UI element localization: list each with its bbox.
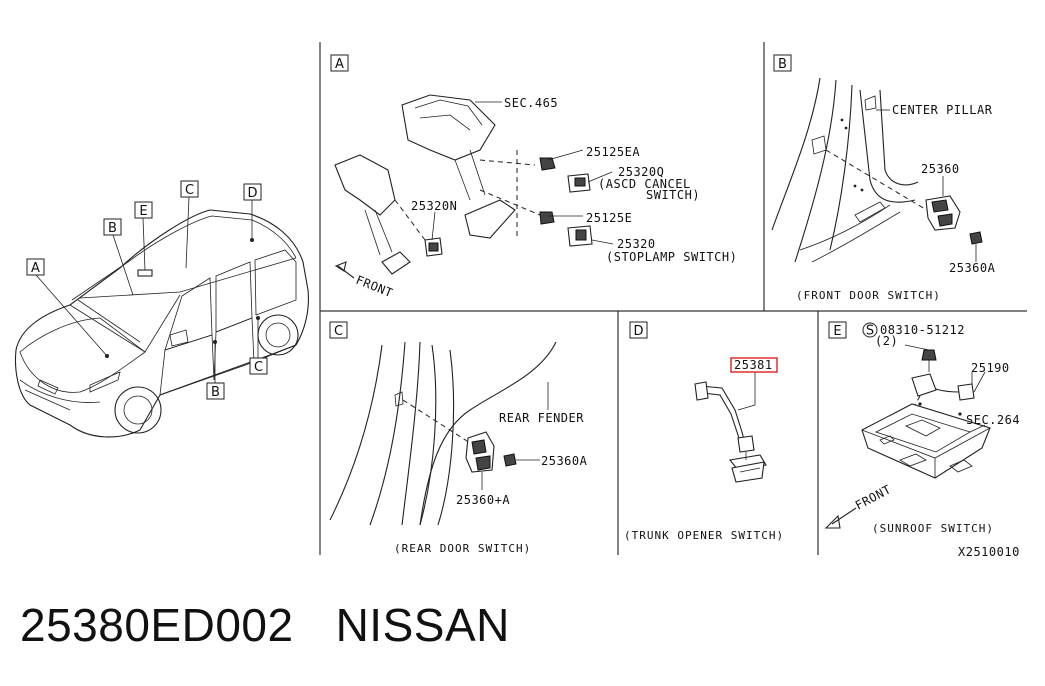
svg-text:C: C: [185, 183, 194, 198]
svg-text:25360+A: 25360+A: [456, 493, 510, 507]
svg-text:A: A: [31, 261, 40, 276]
svg-text:C: C: [254, 360, 263, 375]
svg-text:(FRONT DOOR SWITCH): (FRONT DOOR SWITCH): [796, 289, 941, 302]
svg-text:25381: 25381: [734, 358, 773, 372]
svg-text:25190: 25190: [971, 361, 1010, 375]
svg-text:REAR FENDER: REAR FENDER: [499, 411, 584, 425]
svg-text:E: E: [139, 204, 147, 219]
brand-name: NISSAN: [335, 599, 510, 651]
part-footer: 25380ED002 NISSAN: [20, 598, 510, 652]
svg-text:SEC.264: SEC.264: [966, 413, 1020, 427]
highlighted-part-box: [730, 357, 778, 373]
panel-b: B CENTER PILLAR 25360 25360A (FRONT DOOR…: [771, 54, 996, 302]
svg-text:FRONT: FRONT: [354, 273, 395, 300]
panel-b-letter: B: [778, 57, 787, 72]
panel-c-letter: C: [334, 324, 343, 339]
panel-a-letter: A: [335, 57, 344, 72]
svg-text:25360: 25360: [921, 162, 960, 176]
svg-text:(REAR DOOR SWITCH): (REAR DOOR SWITCH): [394, 542, 531, 555]
part-number: 25380ED002: [20, 599, 294, 651]
svg-text:(TRUNK OPENER SWITCH): (TRUNK OPENER SWITCH): [624, 529, 784, 542]
svg-text:(2): (2): [875, 334, 898, 348]
panel-a: A SEC.465: [330, 54, 737, 300]
panel-c: C REAR FENDER 25360A 25360+A (REAR DOOR …: [329, 321, 588, 555]
car-callout-b-front: B: [103, 218, 122, 236]
svg-text:B: B: [211, 385, 220, 400]
svg-text:25320Q: 25320Q: [618, 165, 664, 179]
car-callout-a: A: [26, 258, 45, 276]
svg-text:(SUNROOF SWITCH): (SUNROOF SWITCH): [872, 522, 994, 535]
car-callout-c-roof: C: [180, 180, 199, 198]
panel-e-letter: E: [833, 324, 841, 339]
svg-text:(ASCD CANCEL: (ASCD CANCEL: [598, 177, 691, 191]
panel-d-letter: D: [633, 324, 643, 339]
car-callout-d: D: [243, 183, 262, 201]
svg-text:25125E: 25125E: [586, 211, 632, 225]
svg-text:B: B: [108, 221, 117, 236]
svg-text:08310-51212: 08310-51212: [880, 323, 965, 337]
svg-text:SEC.465: SEC.465: [504, 96, 558, 110]
svg-text:D: D: [247, 186, 257, 201]
diagram-code: X2510010: [958, 545, 1020, 559]
panel-e: E S 08310-51212 (2) 25190 S: [824, 321, 1020, 535]
svg-text:25320: 25320: [617, 237, 656, 251]
svg-text:25360A: 25360A: [949, 261, 996, 275]
svg-text:(STOPLAMP SWITCH): (STOPLAMP SWITCH): [606, 250, 737, 264]
svg-text:CENTER PILLAR: CENTER PILLAR: [892, 103, 993, 117]
panel-borders: [319, 42, 1027, 555]
panel-d: D 25381 (TRUNK OPENER SWITCH): [624, 321, 784, 542]
svg-text:SWITCH): SWITCH): [646, 188, 700, 202]
car-overview: [14, 196, 309, 438]
car-callout-e: E: [134, 201, 153, 219]
car-callout-b-rear: B: [206, 382, 225, 400]
car-callout-c-side: C: [249, 357, 268, 375]
svg-text:25360A: 25360A: [541, 454, 588, 468]
svg-text:FRONT: FRONT: [853, 482, 894, 512]
svg-text:25320N: 25320N: [411, 199, 457, 213]
svg-text:S: S: [866, 324, 874, 339]
svg-text:25125EA: 25125EA: [586, 145, 640, 159]
